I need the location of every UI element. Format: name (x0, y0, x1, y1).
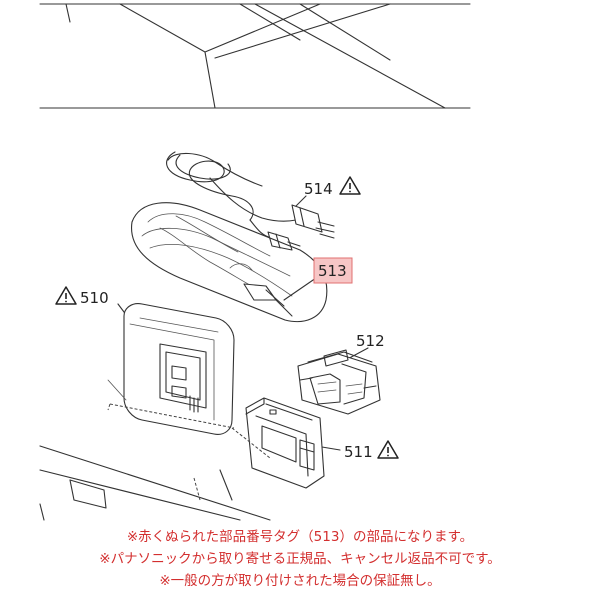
note-line-3: ※一般の方が取り付けされた場合の保証無し。 (159, 573, 441, 589)
charger-510 (107, 303, 235, 435)
part-number-514: 514 (304, 180, 333, 198)
warning-icon-511 (377, 440, 399, 459)
part-number-513: 513 (318, 262, 347, 280)
lower-drawing-fragment (39, 403, 271, 521)
leader-513 (283, 277, 317, 301)
note-line-1: ※赤くぬられた部品番号タグ（513）の部品になります。 (126, 529, 474, 545)
part-number-510: 510 (80, 289, 109, 307)
power-cord-514 (166, 151, 335, 251)
part-number-512: 512 (356, 332, 385, 350)
warning-icon-510 (55, 286, 77, 305)
upper-drawing-fragment (39, 3, 471, 109)
cord-bag-513 (131, 202, 328, 323)
part-number-511: 511 (344, 443, 373, 461)
battery-511 (245, 397, 325, 489)
warning-icon-514 (339, 176, 361, 195)
notes-block: ※赤くぬられた部品番号タグ（513）の部品になります。 ※パナソニックから取り寄… (0, 526, 600, 592)
highlight-tag-513 (313, 257, 353, 284)
note-line-2: ※パナソニックから取り寄せる正規品、キャンセル返品不可です。 (99, 551, 501, 567)
battery-holder-512 (297, 349, 381, 415)
leader-514 (295, 195, 307, 207)
